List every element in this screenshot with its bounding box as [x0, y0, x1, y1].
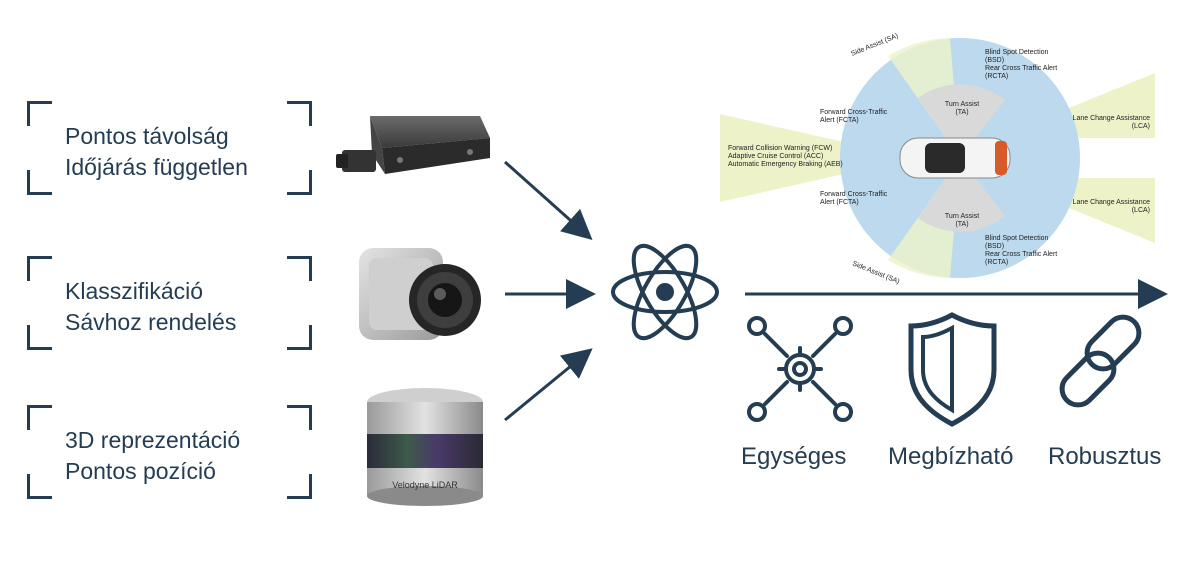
zone-label: (RCTA)	[985, 259, 1008, 266]
feature-line: Klasszifikáció	[65, 278, 204, 304]
zone-label: Adaptive Cruise Control (ACC)	[728, 153, 823, 160]
zone-label: (LCA)	[1132, 207, 1150, 214]
zone-label: Lane Change Assistance	[1073, 199, 1151, 206]
atom-icon	[611, 243, 719, 341]
zone-label: (LCA)	[1132, 123, 1150, 130]
zone-label: Rear Cross Traffic Alert	[985, 251, 1057, 258]
zone-label: (RCTA)	[985, 73, 1008, 80]
zone-label: (TA)	[955, 109, 968, 116]
camera-sensor-image	[359, 248, 481, 340]
zone-label: Forward Collision Warning (FCW)	[728, 145, 832, 152]
zone-label: (TA)	[955, 221, 968, 228]
benefit-label-unified: Egységes	[741, 443, 847, 470]
arrow-radar	[504, 160, 593, 240]
zone-label: Forward Cross-Traffic	[820, 109, 888, 116]
zone-label: Turn Assist	[945, 101, 979, 108]
benefit-label-robust: Robusztus	[1048, 443, 1162, 470]
zone-label: Turn Assist	[945, 213, 979, 220]
zone-label: Automatic Emergency Braking (AEB)	[728, 161, 843, 168]
zone-label: Alert (FCTA)	[820, 199, 859, 206]
zone-label: Forward Cross-Traffic	[820, 191, 888, 198]
feature-box-radar: Pontos távolság Időjárás független	[27, 101, 312, 195]
feature-box-lidar: 3D reprezentáció Pontos pozíció	[27, 405, 312, 499]
zone-label: Blind Spot Detection	[985, 49, 1049, 56]
shield-icon	[908, 312, 997, 427]
lidar-brand-label: Velodyne LiDAR	[392, 480, 458, 490]
zone-label: Rear Cross Traffic Alert	[985, 65, 1057, 72]
zone-label: Side Assist (SA)	[851, 260, 900, 285]
unified-gears-icon	[747, 316, 853, 422]
zone-label: Alert (FCTA)	[820, 117, 859, 124]
zone-label: (BSD)	[985, 243, 1004, 250]
front-zone	[720, 114, 915, 202]
radar-sensor-image	[336, 116, 490, 174]
zone-label: Lane Change Assistance	[1073, 115, 1151, 122]
feature-line: 3D reprezentáció	[65, 427, 241, 453]
feature-line: Pontos távolság	[65, 123, 229, 149]
lidar-sensor-image: Velodyne LiDAR	[367, 388, 483, 506]
feature-line: Pontos pozíció	[65, 458, 216, 484]
benefit-label-reliable: Megbízható	[888, 443, 1014, 470]
feature-line: Időjárás független	[65, 154, 248, 180]
chain-link-icon	[1059, 314, 1142, 408]
arrow-lidar	[504, 348, 593, 422]
feature-line: Sávhoz rendelés	[65, 309, 237, 335]
adas-coverage-diagram: Side Assist (SA) Side Assist (SA) Blind …	[720, 33, 1155, 286]
feature-box-camera: Klasszifikáció Sávhoz rendelés	[27, 256, 312, 350]
zone-label: Blind Spot Detection	[985, 235, 1049, 242]
car-icon	[899, 137, 1011, 179]
zone-label: (BSD)	[985, 57, 1004, 64]
